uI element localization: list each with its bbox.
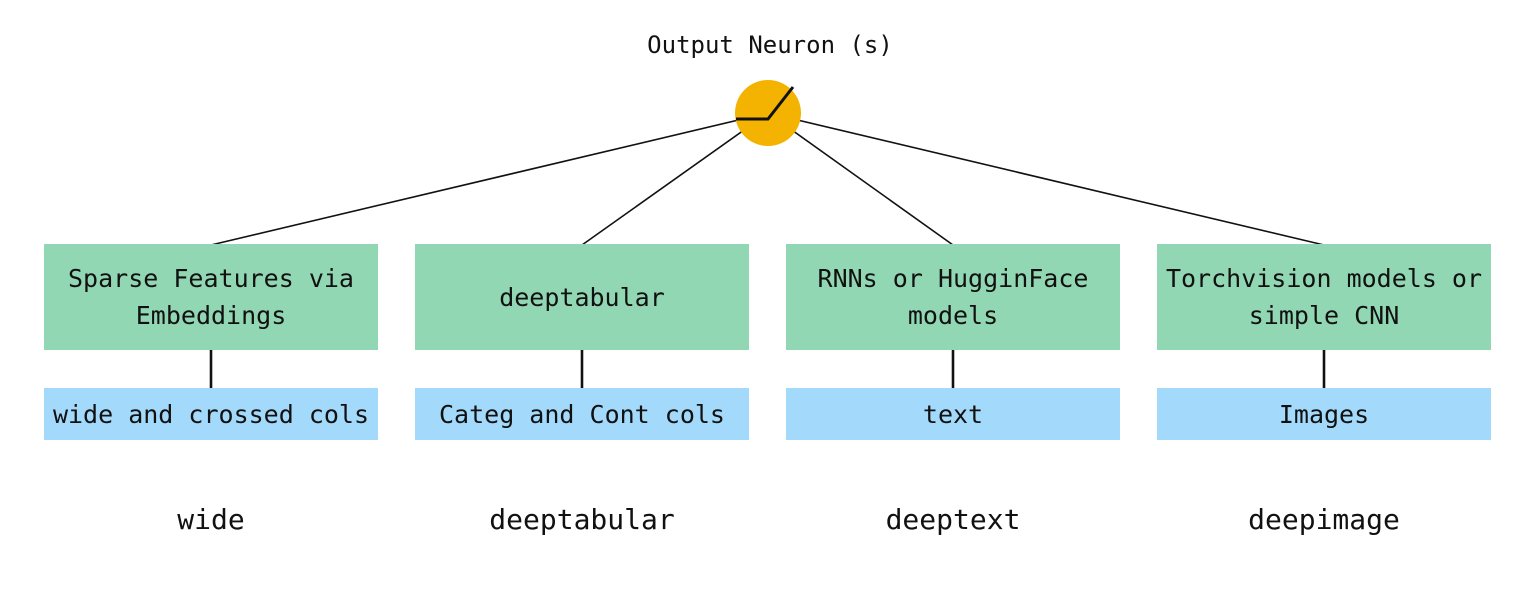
input-box-deeptext: text xyxy=(786,388,1120,440)
component-box-deeptext: RNNs or HugginFace models xyxy=(786,244,1120,350)
input-box-deeptabular: Categ and Cont cols xyxy=(415,388,749,440)
component-box-wide: Sparse Features via Embeddings xyxy=(44,244,378,350)
component-box-deeptabular: deeptabular xyxy=(415,244,749,350)
module-label-wide: wide xyxy=(177,503,245,536)
output-neuron-title: Output Neuron (s) xyxy=(647,31,893,59)
edge-neuron-to-wide xyxy=(210,112,769,246)
input-box-wide: wide and crossed cols xyxy=(44,388,378,440)
module-label-deeptabular: deeptabular xyxy=(489,503,675,536)
edge-neuron-to-deepimage xyxy=(767,112,1325,246)
edge-neuron-to-deeptabular xyxy=(581,112,769,246)
module-label-deeptext: deeptext xyxy=(885,503,1021,536)
edge-neuron-to-deeptext xyxy=(767,112,954,246)
module-label-deepimage: deepimage xyxy=(1248,503,1400,536)
input-box-deepimage: Images xyxy=(1157,388,1491,440)
component-box-deepimage: Torchvision models or simple CNN xyxy=(1157,244,1491,350)
relu-activation-icon xyxy=(736,86,795,121)
